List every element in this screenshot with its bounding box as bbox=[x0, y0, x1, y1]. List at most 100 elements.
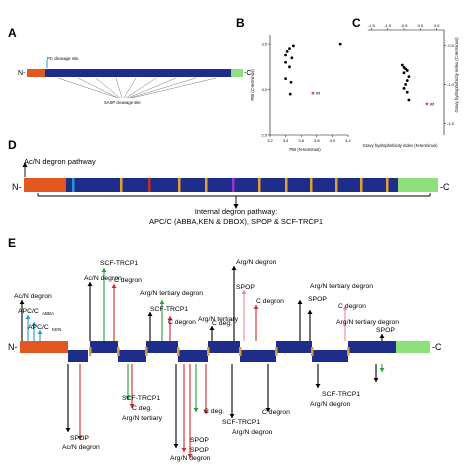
chart-c-annotation: wt bbox=[430, 101, 435, 106]
arrowhead-icon bbox=[129, 404, 135, 408]
label-arg-n-tertiary-3: Arg/N tertiary degron bbox=[310, 283, 373, 290]
chart-c-xtick-label: -0.5 bbox=[401, 23, 409, 28]
panel-a-protein-bar bbox=[45, 69, 231, 77]
chart-b-point bbox=[289, 80, 293, 84]
motif-tick bbox=[232, 178, 235, 192]
arrowhead-icon bbox=[65, 428, 71, 432]
label-apc-ken-sub: KEN bbox=[52, 327, 61, 332]
chart-c-point bbox=[405, 79, 409, 82]
label-scf-b3: SCF-TRCP1 bbox=[322, 391, 360, 398]
chart-c-xlabel: Gravy hydrophobicity index (N-terminus) bbox=[363, 143, 439, 148]
label-spop-top-1: SPOP bbox=[236, 284, 255, 291]
motif-tick bbox=[335, 178, 338, 192]
chart-b-xtick-label: 4.2 bbox=[345, 138, 351, 143]
label-scf-trcp1-2: SCF-TRCP1 bbox=[150, 306, 188, 313]
protein-segment bbox=[146, 341, 178, 353]
panel-a: N- -C PC cleavage site SASP cleavage sit… bbox=[18, 56, 251, 105]
motif-tick bbox=[120, 178, 123, 192]
panel-e-arrows bbox=[19, 266, 385, 458]
label-ac-n-b: Ac/N degron bbox=[62, 444, 100, 451]
protein-segment bbox=[90, 341, 118, 353]
protein-segment bbox=[118, 350, 146, 362]
motif-tick bbox=[145, 347, 148, 356]
motif-tick bbox=[89, 347, 92, 356]
panel-d-n-block bbox=[24, 178, 66, 192]
chart-c-point bbox=[400, 63, 404, 67]
panel-a-letter: A bbox=[8, 26, 17, 40]
chart-b-point bbox=[284, 77, 287, 81]
panel-e-letter: E bbox=[8, 236, 17, 250]
chart-b-xtick-label: 3.2 bbox=[267, 138, 273, 143]
arrowhead-icon bbox=[373, 378, 379, 382]
label-c-degron-b: C degron bbox=[262, 409, 290, 416]
arrowhead-icon bbox=[87, 282, 93, 286]
panel-d-internal-line1: Internal degron pathway: bbox=[195, 207, 278, 216]
panel-a-n-block bbox=[27, 69, 45, 77]
arrowhead-icon bbox=[19, 300, 25, 304]
label-c-degron-3: C degron bbox=[256, 298, 284, 305]
arrowhead-icon bbox=[101, 268, 107, 272]
chart-b-xtick-label: 3.6 bbox=[298, 138, 304, 143]
motif-tick bbox=[310, 178, 313, 192]
chart-c-point bbox=[405, 69, 409, 72]
panel-e-c-block bbox=[396, 341, 430, 353]
label-arg-n-tertiary-2: Arg/N tertiary bbox=[198, 316, 239, 323]
arrowhead-icon bbox=[379, 368, 385, 372]
arrowhead-icon bbox=[187, 454, 193, 458]
motif-tick bbox=[117, 347, 120, 356]
motif-tick bbox=[178, 178, 181, 192]
chart-b-point bbox=[288, 92, 292, 96]
panel-c-letter: C bbox=[352, 16, 361, 30]
motif-tick bbox=[258, 178, 261, 192]
motif-tick bbox=[347, 347, 350, 356]
label-spop-b1: SPOP bbox=[70, 435, 89, 442]
label-arg-n-degron: Arg/N degron bbox=[236, 259, 277, 266]
panel-e-n-block bbox=[20, 341, 68, 353]
chart-c-point bbox=[407, 98, 411, 102]
label-c-degron-1: C degron bbox=[114, 277, 142, 284]
label-scf-trcp1-1: SCF-TRCP1 bbox=[100, 260, 138, 267]
arrowhead-icon bbox=[342, 306, 348, 310]
chart-b-annotation: wt bbox=[316, 91, 321, 96]
motif-tick bbox=[205, 178, 208, 192]
arrowhead-icon bbox=[31, 322, 37, 326]
protein-segment bbox=[68, 350, 88, 362]
panel-e-segments bbox=[68, 341, 396, 362]
motif-tick bbox=[311, 347, 314, 356]
chart-b-point bbox=[284, 53, 287, 57]
chart-b-point bbox=[288, 65, 291, 69]
arrowhead-icon bbox=[315, 384, 321, 388]
arrowhead-icon bbox=[111, 284, 117, 288]
chart-c-ytick-label: -0.5 bbox=[447, 43, 455, 48]
label-arg-n-degron-b: Arg/N degron bbox=[170, 455, 211, 462]
chart-b-point bbox=[311, 91, 315, 95]
panel-d-top-label: Ac/N degron pathway bbox=[24, 157, 96, 166]
chart-c-xtick-label: 0.5 bbox=[434, 23, 440, 28]
arrowhead-icon bbox=[209, 326, 215, 330]
sasp-cleavage-label: SASP cleavage site bbox=[104, 100, 141, 105]
label-apc-abba: APC/C bbox=[18, 308, 39, 315]
label-c-degron-2: C degron bbox=[168, 319, 196, 326]
chart-b-xtick-label: 3.4 bbox=[283, 138, 289, 143]
arrowhead-icon bbox=[125, 396, 131, 400]
motif-tick bbox=[177, 347, 180, 356]
motif-tick bbox=[285, 178, 288, 192]
chart-b-ytick-label: 3.0 bbox=[261, 87, 267, 92]
chart-c-xtick-label: 0.0 bbox=[418, 23, 424, 28]
arrowhead-icon bbox=[77, 436, 83, 440]
chart-b-point bbox=[284, 60, 287, 64]
chart-b-point bbox=[290, 56, 294, 60]
label-scf-b2: SCF-TRCP1 bbox=[222, 419, 260, 426]
arrowhead-icon bbox=[265, 408, 271, 412]
label-spop-b3: SPOP bbox=[190, 447, 209, 454]
arrowhead-icon bbox=[231, 266, 237, 270]
chart-b-ytick-label: 3.5 bbox=[261, 42, 267, 47]
label-spop-b2: SPOP bbox=[190, 437, 209, 444]
chart-b-xtick-label: 4.0 bbox=[330, 138, 336, 143]
label-arg-n-tert-b: Arg/N tertiary bbox=[122, 415, 163, 422]
